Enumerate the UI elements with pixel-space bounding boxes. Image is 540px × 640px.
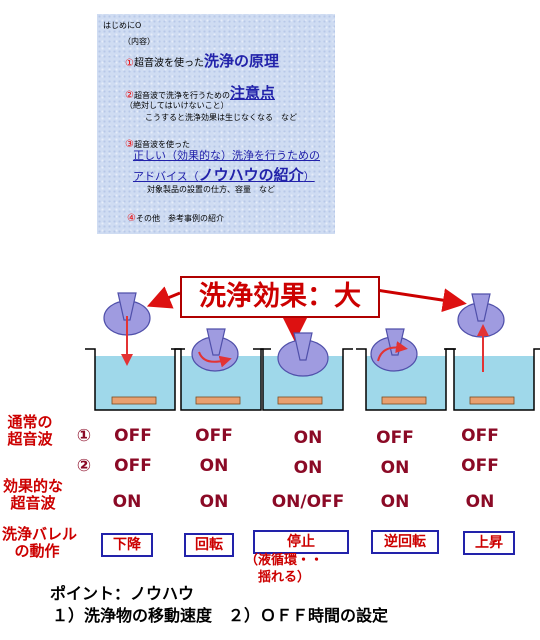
transducer-2-label: ② xyxy=(76,456,92,476)
item3-text: 超音波を使った xyxy=(133,140,190,149)
item3-line3-b: ノウハウの紹介 xyxy=(198,166,304,184)
item3-line3-a: アドバイス（ xyxy=(133,170,199,183)
col2-motion: 回転 xyxy=(184,533,234,557)
col4-ch2: ON xyxy=(380,458,410,478)
col1-ch2: OFF xyxy=(114,456,152,476)
intro-slide: はじめにO （内容） ①超音波を使った洗浄の原理 ②超音波で洗浄を行うための注意… xyxy=(97,14,335,234)
barrel-holder xyxy=(117,292,137,321)
barrel-holder xyxy=(293,332,313,361)
transducer-bar xyxy=(111,396,157,405)
item2-emphasis: 注意点 xyxy=(229,84,275,102)
title-arrow-right xyxy=(375,288,467,313)
col2-ch1: OFF xyxy=(195,426,233,446)
item3-sub: 対象製品の設置の仕方、容量 など xyxy=(147,185,275,194)
col1-ch1: OFF xyxy=(114,426,152,446)
transducer-bar xyxy=(381,396,427,405)
tank-stop xyxy=(253,332,353,411)
item1: ①超音波を使った洗浄の原理 xyxy=(125,50,279,71)
item3: ③超音波を使った xyxy=(125,132,190,151)
item3-number: ③ xyxy=(125,139,134,150)
item3-line2: 正しい（効果的な）洗浄を行うための xyxy=(133,149,320,162)
col3-motion: 停止 xyxy=(253,530,349,554)
col1-effective: ON xyxy=(112,492,142,512)
item4-text: その他 参考事例の紹介 xyxy=(135,214,224,223)
item4-number: ④ xyxy=(127,213,136,224)
col2-ch2: ON xyxy=(199,456,229,476)
arrow-rotate xyxy=(198,351,232,368)
transducer-bar xyxy=(469,396,515,405)
col5-motion: 上昇 xyxy=(463,531,515,555)
item1-emphasis: 洗浄の原理 xyxy=(203,52,279,70)
item2-text: 超音波で洗浄を行うための xyxy=(133,91,230,100)
item3-line3: アドバイス（ノウハウの紹介） xyxy=(133,164,315,185)
tank-rotate xyxy=(171,328,271,411)
row-label-normal: 通常の 超音波 xyxy=(7,413,53,448)
col5-ch1: OFF xyxy=(461,426,499,446)
col5-ch2: OFF xyxy=(461,456,499,476)
tank-raising xyxy=(444,293,540,411)
item1-text: 超音波を使った xyxy=(133,58,204,69)
item2: ②超音波で洗浄を行うための注意点 xyxy=(125,82,275,103)
slide-heading: はじめにO xyxy=(103,21,142,30)
point-title: ポイント：ノウハウ xyxy=(50,584,195,603)
col3-note: （液循環・・ 揺れる） xyxy=(245,553,324,585)
item2-sub2: こうすると洗浄効果は生じなくなる など xyxy=(145,113,297,122)
transducer-bar xyxy=(277,396,323,405)
item2-sub1: （絶対してはいけないこと） xyxy=(125,101,229,110)
tank-lowering xyxy=(85,292,185,411)
tank-wall xyxy=(253,348,353,411)
item3-line3-c: ） xyxy=(303,170,315,183)
col3-effective: ON/OFF xyxy=(271,492,345,512)
col4-effective: ON xyxy=(380,492,410,512)
col5-effective: ON xyxy=(465,492,495,512)
tank-wall xyxy=(444,348,540,411)
item1-number: ① xyxy=(125,58,134,69)
arrow-reverse-rotate xyxy=(377,341,408,362)
transducer-bar xyxy=(195,396,241,405)
col4-motion: 逆回転 xyxy=(371,530,439,554)
item2-number: ② xyxy=(125,90,134,101)
col1-motion: 下降 xyxy=(101,533,153,557)
col3-ch1: ON xyxy=(293,428,323,448)
row-label-motion: 洗浄バレル の動作 xyxy=(2,525,78,560)
slide-contents-label: （内容） xyxy=(123,37,155,46)
row-label-effective: 効果的な 超音波 xyxy=(2,477,63,512)
barrel-holder xyxy=(471,293,491,322)
transducer-1-label: ① xyxy=(76,426,92,446)
col3-ch2: ON xyxy=(293,458,323,478)
point-items: １）洗浄物の移動速度 ２）ＯＦＦ時間の設定 xyxy=(52,606,389,625)
tank-reverse-rotate xyxy=(356,328,456,411)
cleaning-effect-title: 洗浄効果：大 xyxy=(180,276,380,318)
item4: ④その他 参考事例の紹介 xyxy=(127,206,224,225)
barrel-holder xyxy=(206,328,226,356)
col2-effective: ON xyxy=(199,492,229,512)
col4-ch1: OFF xyxy=(376,428,414,448)
title-arrow-left xyxy=(146,286,181,309)
